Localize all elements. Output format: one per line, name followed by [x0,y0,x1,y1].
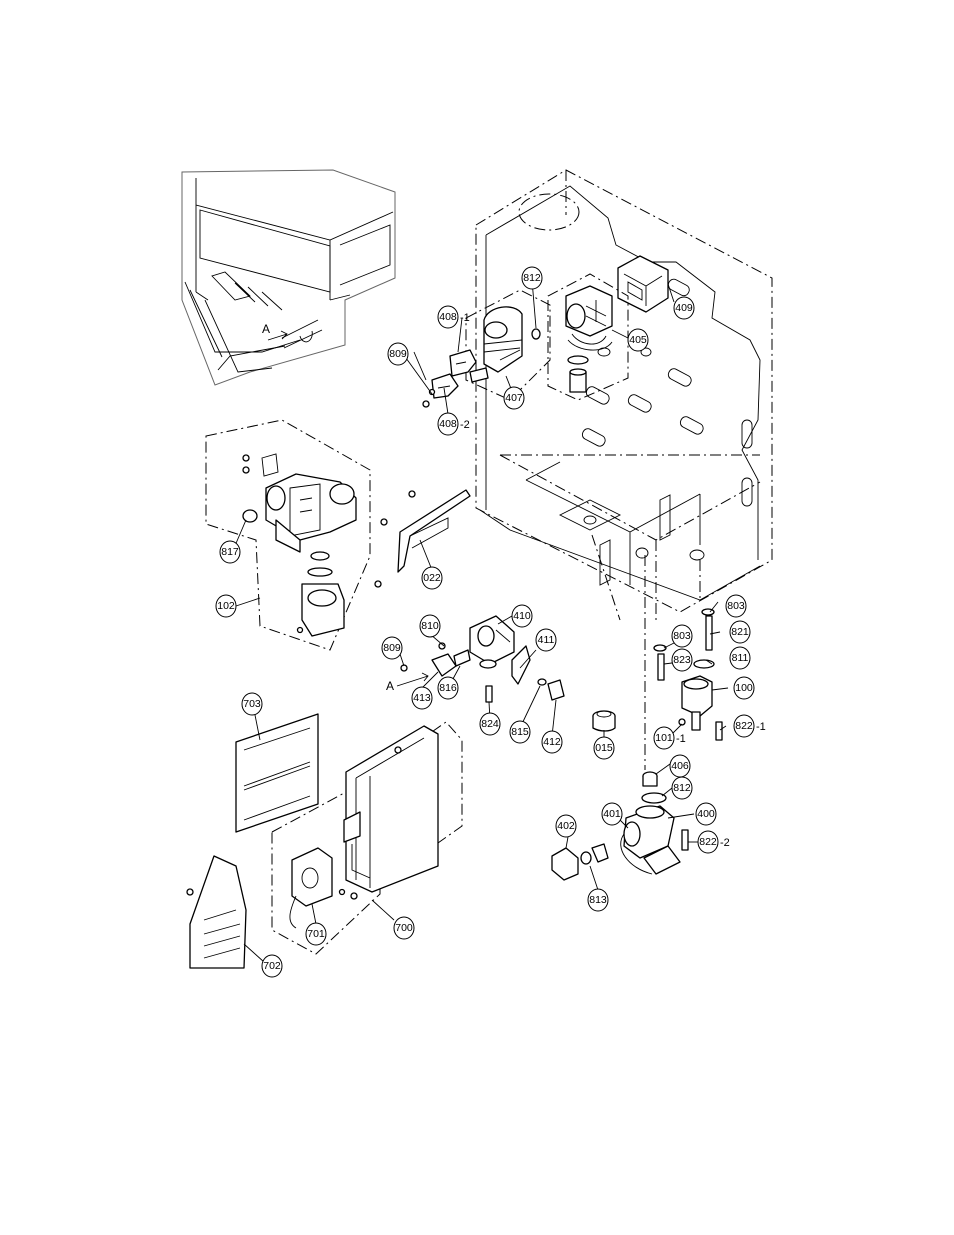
svg-text:824: 824 [481,718,499,730]
callout-101-1: 101-1 [654,727,686,749]
svg-text:410: 410 [513,610,531,622]
part-409-connector [618,256,668,312]
callout-822-1: 822-1 [734,715,766,737]
callout-102: 102 [216,595,236,617]
callout-410: 410 [512,605,532,627]
view-arrow-label-lower: A [386,679,394,693]
svg-text:101: 101 [655,732,673,744]
svg-text:-2: -2 [720,837,730,849]
svg-text:100: 100 [735,682,753,694]
callout-803-left: 803 [672,625,692,647]
callout-413: 413 [412,687,432,709]
callout-803-right: 803 [726,595,746,617]
part-405-valve [566,286,612,392]
svg-text:821: 821 [731,626,749,638]
svg-text:700: 700 [395,922,413,934]
callout-022: 022 [422,567,442,589]
svg-text:409: 409 [675,302,693,314]
svg-text:412: 412 [543,736,561,748]
callout-408-1: 408-1 [438,306,470,328]
svg-text:702: 702 [263,960,281,972]
callout-100: 100 [734,677,754,699]
callout-701: 701 [306,923,326,945]
svg-text:813: 813 [589,894,607,906]
svg-text:405: 405 [629,334,647,346]
heat-exchanger-assembly [182,170,395,385]
callout-401: 401 [602,803,622,825]
svg-text:408: 408 [439,311,457,323]
svg-text:816: 816 [439,682,457,694]
view-arrow-label-upper: A [262,322,270,336]
callout-411: 411 [536,629,556,651]
svg-text:-1: -1 [460,312,470,324]
callout-810: 810 [420,615,440,637]
svg-text:-2: -2 [460,419,470,431]
callout-015: 015 [594,737,614,759]
svg-text:817: 817 [221,546,239,558]
svg-text:701: 701 [307,928,325,940]
callout-809-lower: 809 [382,637,402,659]
svg-text:815: 815 [511,726,529,738]
callout-817: 817 [220,541,240,563]
svg-text:812: 812 [523,272,541,284]
svg-text:408: 408 [439,418,457,430]
callout-402: 402 [556,815,576,837]
svg-text:803: 803 [727,600,745,612]
svg-text:402: 402 [557,820,575,832]
callout-823: 823 [672,649,692,671]
callout-821: 821 [730,621,750,643]
callout-809-upper: 809 [388,343,408,365]
svg-text:822: 822 [735,720,753,732]
part-407-valve [470,307,540,382]
callout-412: 412 [542,731,562,753]
callout-811: 811 [730,647,750,669]
svg-text:022: 022 [423,572,441,584]
svg-text:809: 809 [383,642,401,654]
part-701-transformer [290,848,332,928]
part-703-panel [236,714,318,832]
svg-text:400: 400 [697,808,715,820]
callout-815: 815 [510,721,530,743]
svg-text:413: 413 [413,692,431,704]
callout-816: 816 [438,677,458,699]
svg-text:803: 803 [673,630,691,642]
callout-824: 824 [480,713,500,735]
svg-text:811: 811 [732,652,749,664]
callout-703: 703 [242,693,262,715]
svg-text:823: 823 [673,654,691,666]
svg-text:102: 102 [217,600,235,612]
callout-408-2: 408-2 [438,413,470,435]
svg-text:-1: -1 [756,721,766,733]
svg-text:810: 810 [421,620,439,632]
callout-406: 406 [670,755,690,777]
callout-813: 813 [588,889,608,911]
part-700-controller [340,726,439,899]
callout-405: 405 [628,329,648,351]
part-408-clips [423,350,476,407]
svg-text:812: 812 [673,782,691,794]
callout-702: 702 [262,955,282,977]
svg-text:-1: -1 [676,733,686,745]
part-015-grommet [593,711,615,731]
callout-812-lower: 812 [672,777,692,799]
view-arrow-lower [397,673,428,686]
part-102-gas-valve [243,454,356,636]
callout-407: 407 [504,387,524,409]
callout-409: 409 [674,297,694,319]
svg-text:407: 407 [505,392,523,404]
svg-text:015: 015 [595,742,613,754]
part-702-cover [187,856,246,968]
svg-text:703: 703 [243,698,261,710]
callout-812-upper: 812 [522,267,542,289]
svg-text:809: 809 [389,348,407,360]
callout-400: 400 [696,803,716,825]
svg-text:411: 411 [538,634,555,646]
callout-822-2: 822-2 [698,831,730,853]
callout-700: 700 [394,917,414,939]
svg-text:822: 822 [699,836,717,848]
svg-text:406: 406 [671,760,689,772]
svg-text:401: 401 [603,808,621,820]
